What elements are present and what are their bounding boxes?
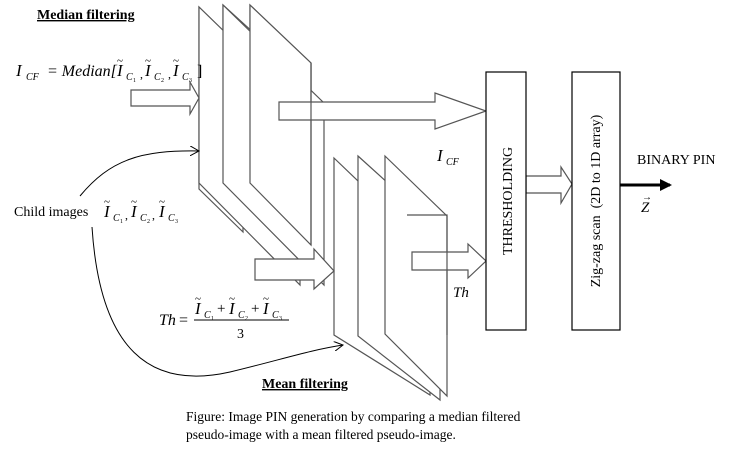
- child-images-text: Child images: [14, 205, 88, 220]
- mean-formula-eq: =: [179, 312, 188, 329]
- mean-sub-2: C: [238, 310, 245, 321]
- child-images-label: Child images I ~ C 1 , I ~ C 2 , I ~ C 3: [14, 196, 178, 225]
- child-sub-3: C: [168, 213, 175, 224]
- median-term-1: I: [116, 61, 124, 80]
- child-to-mean-curve: [91, 226, 343, 377]
- icf-label: I: [436, 146, 444, 165]
- median-formula: I CF = Median[ I ~ C 1 , I ~ C 2 , I ~ C…: [15, 55, 202, 84]
- output-vector-arrow: →: [642, 192, 652, 203]
- median-sub-3: C: [182, 72, 189, 83]
- figure-caption: Figure: Image PIN generation by comparin…: [186, 408, 520, 444]
- median-to-threshold-arrow: [278, 92, 488, 130]
- child-term-1: I: [103, 202, 111, 221]
- median-formula-eq: = Median[: [47, 63, 118, 80]
- tilde-3: ~: [173, 55, 179, 67]
- child-to-median-curve: [79, 151, 199, 197]
- child-tilde-1: ~: [104, 196, 110, 208]
- mean-filtering-title: Mean filtering: [262, 377, 348, 392]
- child-comma-2: ,: [152, 208, 155, 222]
- mean-denominator: 3: [237, 327, 244, 342]
- child-sub-1: C: [113, 213, 120, 224]
- icf-label-sub: CF: [446, 157, 460, 168]
- median-formula-close: ]: [197, 63, 202, 80]
- child-subsub-2: 2: [147, 219, 150, 225]
- child-tilde-3: ~: [159, 196, 165, 208]
- median-subsub-3: 3: [189, 78, 192, 84]
- mean-filter-stack: [333, 154, 448, 402]
- child-sub-2: C: [140, 213, 147, 224]
- median-term-3: I: [172, 61, 180, 80]
- child-comma-1: ,: [125, 208, 128, 222]
- median-formula-lhs-sub: CF: [26, 72, 40, 83]
- child-term-2: I: [130, 202, 138, 221]
- zigzag-box: [571, 71, 621, 331]
- mean-sheet-front: [384, 154, 448, 398]
- mean-term-1: I: [194, 299, 202, 318]
- comma-1: ,: [140, 67, 143, 81]
- median-formula-lhs: I: [15, 61, 23, 80]
- mean-subsub-3: 3: [279, 316, 282, 322]
- input-arrow-median: [130, 79, 200, 117]
- mean-tilde-2: ~: [229, 293, 235, 305]
- child-tilde-2: ~: [131, 196, 137, 208]
- child-subsub-1: 1: [120, 219, 123, 225]
- threshold-input-line: [407, 214, 448, 335]
- caption-line-2: pseudo-image with a mean filtered pseudo…: [186, 427, 456, 442]
- median-sub-1: C: [126, 72, 133, 83]
- tilde-1: ~: [117, 55, 123, 67]
- mean-subsub-1: 1: [211, 316, 214, 322]
- mean-formula: Th = I ~ C 1 + I ~ C 2 + I ~ C 3 3: [159, 293, 289, 342]
- mean-term-2: I: [228, 299, 236, 318]
- comma-2: ,: [168, 67, 171, 81]
- median-term-2: I: [144, 61, 152, 80]
- mean-plus-2: +: [251, 301, 259, 317]
- mean-tilde-3: ~: [263, 293, 269, 305]
- caption-line-1: Figure: Image PIN generation by comparin…: [186, 409, 521, 424]
- thresholding-box: [485, 71, 527, 331]
- binary-pin-label: BINARY PIN: [637, 153, 715, 168]
- child-term-3: I: [158, 202, 166, 221]
- mean-sub-1: C: [204, 310, 211, 321]
- child-subsub-3: 3: [175, 219, 178, 225]
- median-sub-2: C: [154, 72, 161, 83]
- mean-tilde-1: ~: [195, 293, 201, 305]
- tilde-2: ~: [145, 55, 151, 67]
- mean-term-3: I: [262, 299, 270, 318]
- median-subsub-2: 2: [161, 78, 164, 84]
- mean-plus-1: +: [217, 301, 225, 317]
- zigzag-label: Zig-zag scan (2D to 1D array): [589, 114, 604, 287]
- output-vector-label: Z: [641, 200, 650, 216]
- input-arrow-mean: [254, 247, 335, 291]
- median-sheets: [198, 3, 325, 287]
- th-label: Th: [453, 285, 469, 301]
- mean-subsub-2: 2: [245, 316, 248, 322]
- thresholding-label: THRESHOLDING: [501, 147, 516, 255]
- mean-to-threshold-arrow: [411, 242, 487, 280]
- mean-formula-lhs: Th: [159, 312, 176, 329]
- threshold-to-zigzag-arrow: [525, 164, 573, 206]
- median-subsub-1: 1: [133, 78, 136, 84]
- median-filtering-title: Median filtering: [37, 8, 135, 23]
- mean-sub-3: C: [272, 310, 279, 321]
